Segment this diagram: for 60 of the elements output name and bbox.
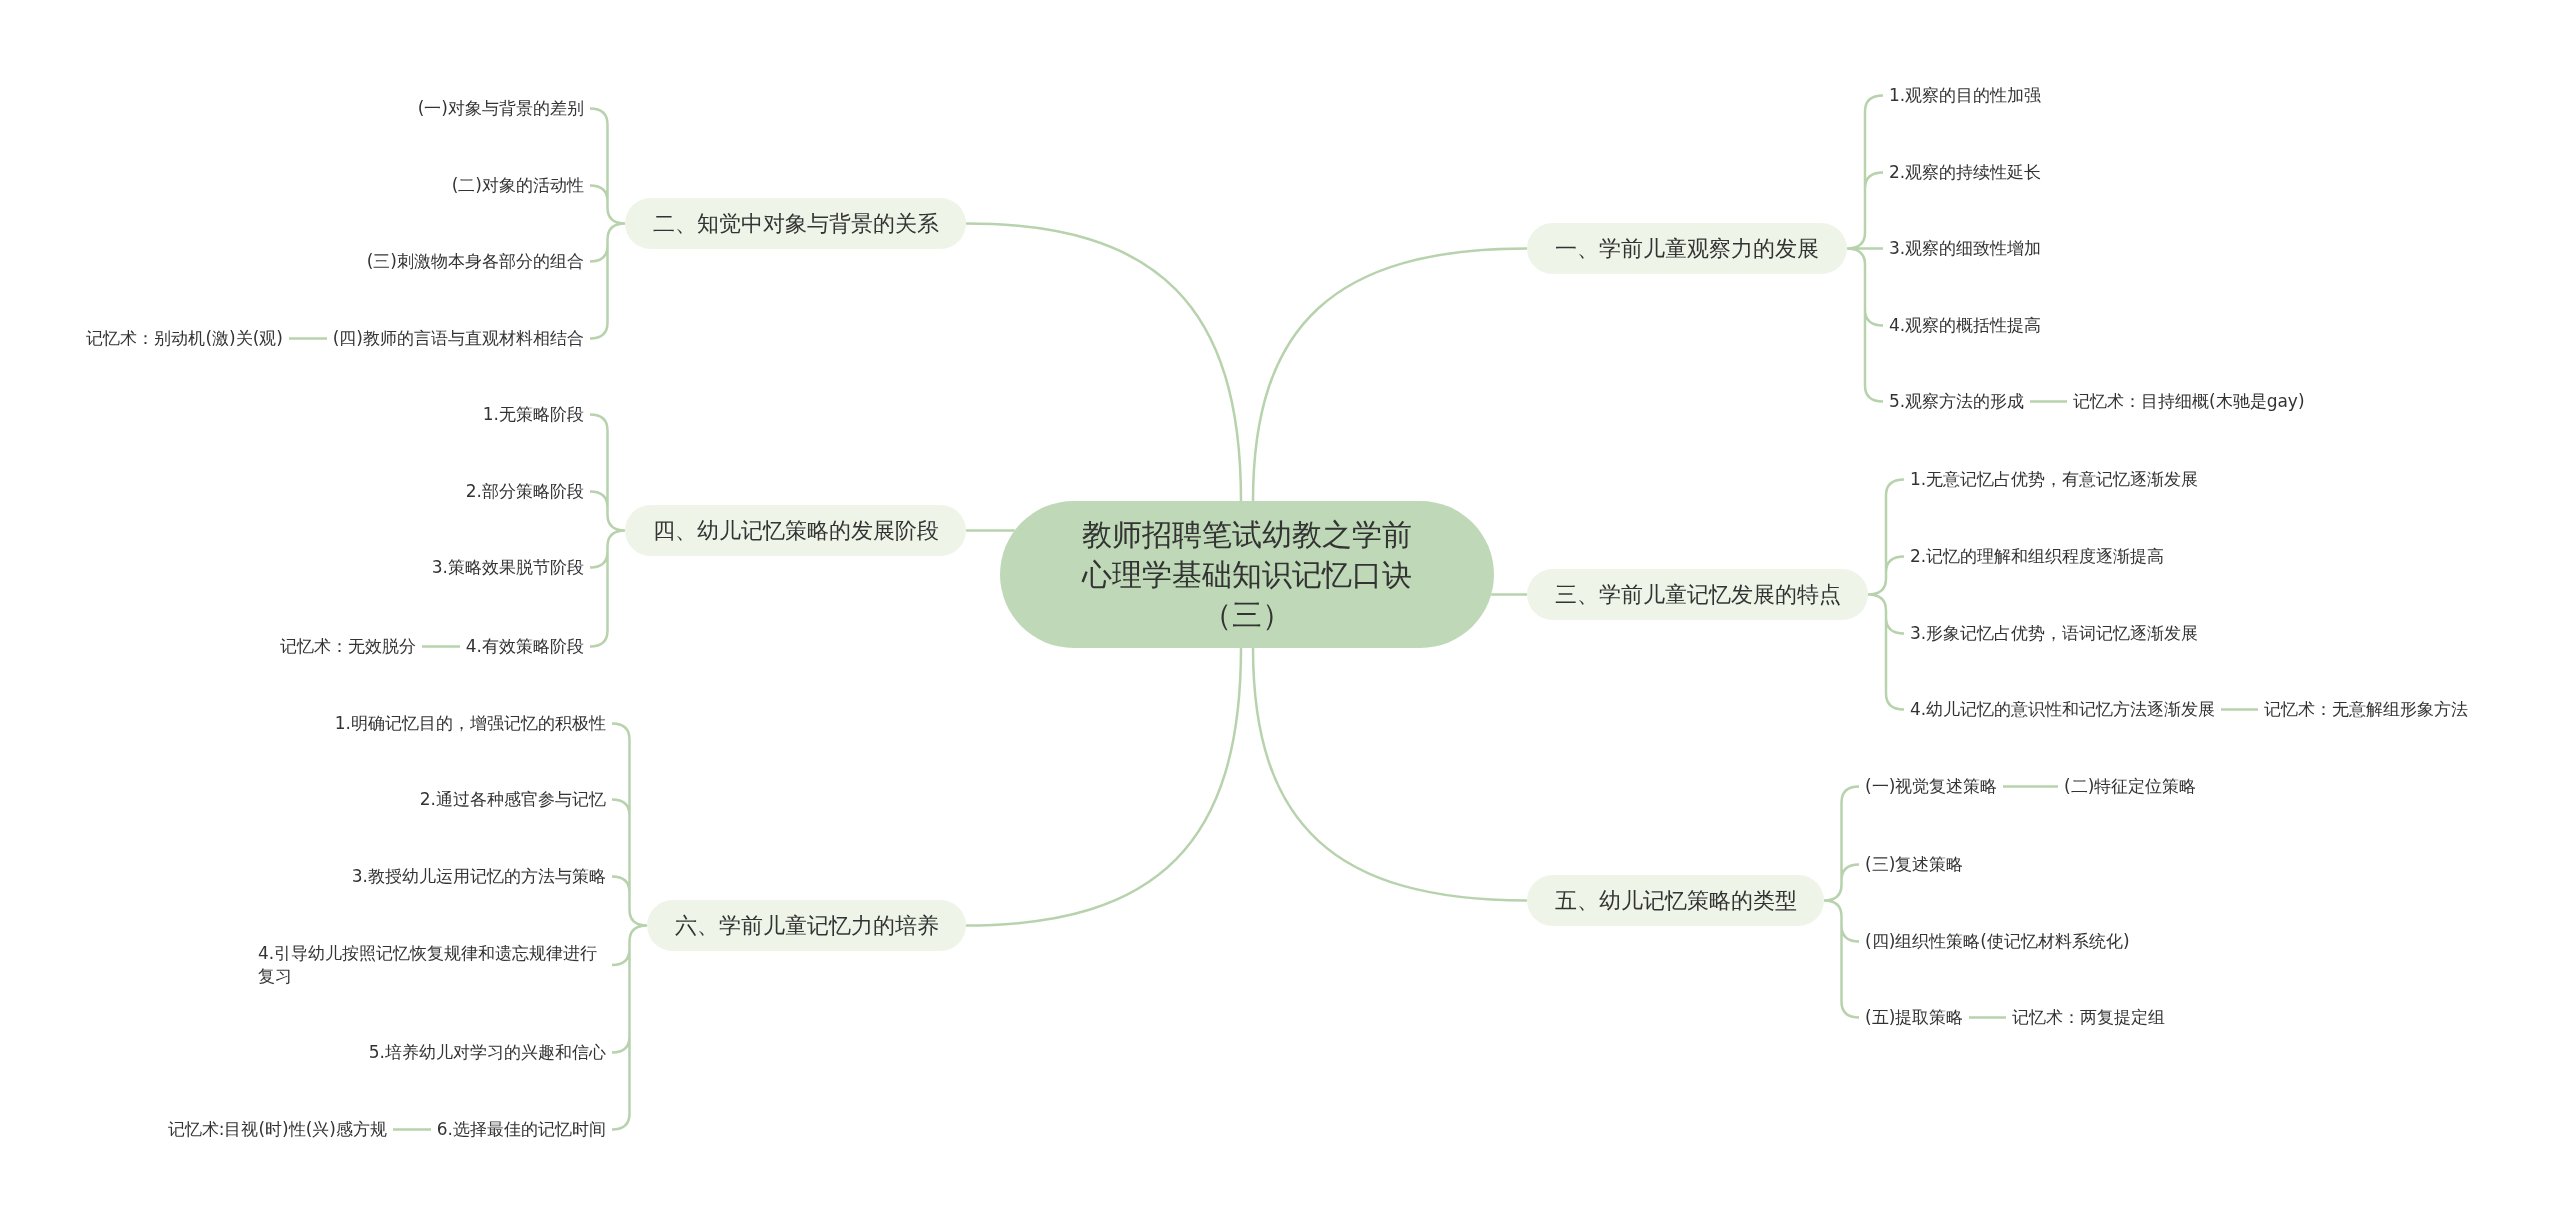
connector-line	[965, 647, 1243, 927]
connector-line	[2221, 708, 2258, 711]
mnemonic-note: 记忆术：别动机(激)关(观)	[80, 327, 289, 350]
connector-line	[1866, 478, 1906, 711]
subtopic: 1.观察的目的性加强	[1883, 84, 2048, 107]
subtopic: (一)对象与背景的差别	[411, 97, 590, 120]
connector-line	[588, 413, 627, 648]
subtopic: (三)刺激物本身各部分的组合	[360, 250, 590, 273]
connector-line	[422, 645, 460, 648]
mnemonic-note: 记忆术:目视(时)性(兴)感方规	[161, 1118, 393, 1141]
subtopic: 2.通过各种感官参与记忆	[413, 788, 612, 811]
subtopic: (五)提取策略	[1859, 1006, 1970, 1029]
subtopic: 2.观察的持续性延长	[1883, 161, 2048, 184]
connector-line	[1251, 247, 1528, 502]
connector-line	[2003, 785, 2058, 788]
branch-topic: 五、幼儿记忆策略的类型	[1527, 875, 1824, 926]
subtopic: (二)特征定位策略	[2058, 775, 2203, 798]
branch-topic: 三、学前儿童记忆发展的特点	[1527, 569, 1868, 620]
subtopic: 4.幼儿记忆的意识性和记忆方法逐渐发展	[1904, 698, 2222, 721]
subtopic: 1.明确记忆目的，增强记忆的积极性	[328, 712, 612, 735]
subtopic: (二)对象的活动性	[445, 174, 590, 197]
branch-topic: 四、幼儿记忆策略的发展阶段	[625, 505, 966, 556]
central-topic: 教师招聘笔试幼教之学前心理学基础知识记忆口诀（三）	[1000, 501, 1494, 648]
connector-line	[610, 722, 649, 1131]
connector-line	[965, 222, 1243, 502]
subtopic: 4.观察的概括性提高	[1883, 314, 2048, 337]
subtopic: (一)视觉复述策略	[1859, 775, 2004, 798]
subtopic: (四)组织性策略(使记忆材料系统化)	[1859, 930, 2136, 953]
connector-line	[2030, 400, 2067, 403]
branch-topic: 一、学前儿童观察力的发展	[1527, 223, 1847, 274]
subtopic: 3.观察的细致性增加	[1883, 237, 2048, 260]
connector-line	[289, 337, 327, 340]
branch-topic: 二、知觉中对象与背景的关系	[625, 198, 966, 249]
mnemonic-note: 记忆术：两复提定组	[2006, 1006, 2171, 1029]
subtopic: 4.有效策略阶段	[459, 635, 590, 658]
subtopic: 2.部分策略阶段	[459, 480, 590, 503]
connector-line	[1822, 785, 1861, 1019]
connector-line	[588, 107, 627, 340]
subtopic: 2.记忆的理解和组织程度逐渐提高	[1904, 545, 2171, 568]
mnemonic-note: 记忆术：无效脱分	[274, 635, 422, 658]
branch-topic: 六、学前儿童记忆力的培养	[647, 900, 966, 951]
subtopic: 5.培养幼儿对学习的兴趣和信心	[362, 1041, 612, 1064]
subtopic: 1.无意记忆占优势，有意记忆逐渐发展	[1904, 468, 2205, 491]
connector-line	[1251, 647, 1528, 902]
subtopic: 1.无策略阶段	[476, 403, 590, 426]
mnemonic-note: 记忆术：目持细概(木驰是gay)	[2067, 390, 2311, 413]
connector-line	[966, 529, 1015, 532]
connector-line	[1845, 94, 1885, 403]
subtopic: 3.形象记忆占优势，语词记忆逐渐发展	[1904, 622, 2205, 645]
subtopic: (三)复述策略	[1859, 853, 1970, 876]
subtopic: 6.选择最佳的记忆时间	[430, 1118, 612, 1141]
mnemonic-note: 记忆术：无意解组形象方法	[2258, 698, 2474, 721]
subtopic: 5.观察方法的形成	[1883, 390, 2031, 413]
subtopic: (四)教师的言语与直观材料相结合	[326, 327, 590, 350]
subtopic: 3.策略效果脱节阶段	[425, 556, 590, 579]
subtopic: 3.教授幼儿运用记忆的方法与策略	[345, 865, 612, 888]
connector-line	[393, 1128, 431, 1131]
connector-line	[1969, 1016, 2006, 1019]
subtopic: 4.引导幼儿按照记忆恢复规律和遗忘规律进行复习	[252, 942, 612, 988]
connector-line	[1491, 593, 1527, 596]
